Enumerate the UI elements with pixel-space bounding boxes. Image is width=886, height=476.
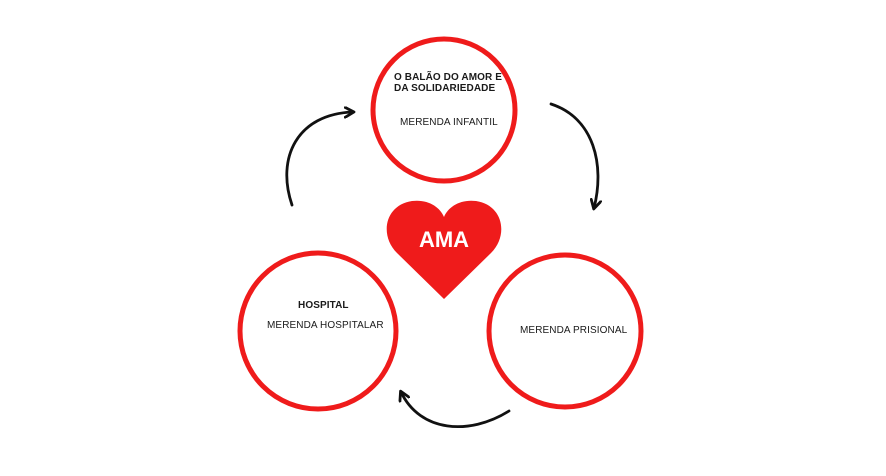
arrow-top-to-right [549, 102, 598, 208]
left-node-subtitle: MERENDA HOSPITALAR [267, 320, 384, 331]
heart-label: AMA [418, 227, 470, 252]
arrow-left-to-top [285, 112, 353, 207]
heart-shape [386, 200, 502, 299]
top-node-title: O BALÃO DO AMOR E DA SOLIDARIEDADE [394, 72, 502, 94]
arrow-right-to-left [401, 392, 511, 429]
right-node-subtitle: MERENDA PRISIONAL [520, 325, 628, 336]
circle-top [370, 36, 518, 184]
circle-right [486, 252, 644, 410]
left-node-title: HOSPITAL [298, 300, 349, 311]
circle-left [237, 250, 399, 412]
top-node-subtitle: MERENDA INFANTIL [400, 117, 498, 128]
